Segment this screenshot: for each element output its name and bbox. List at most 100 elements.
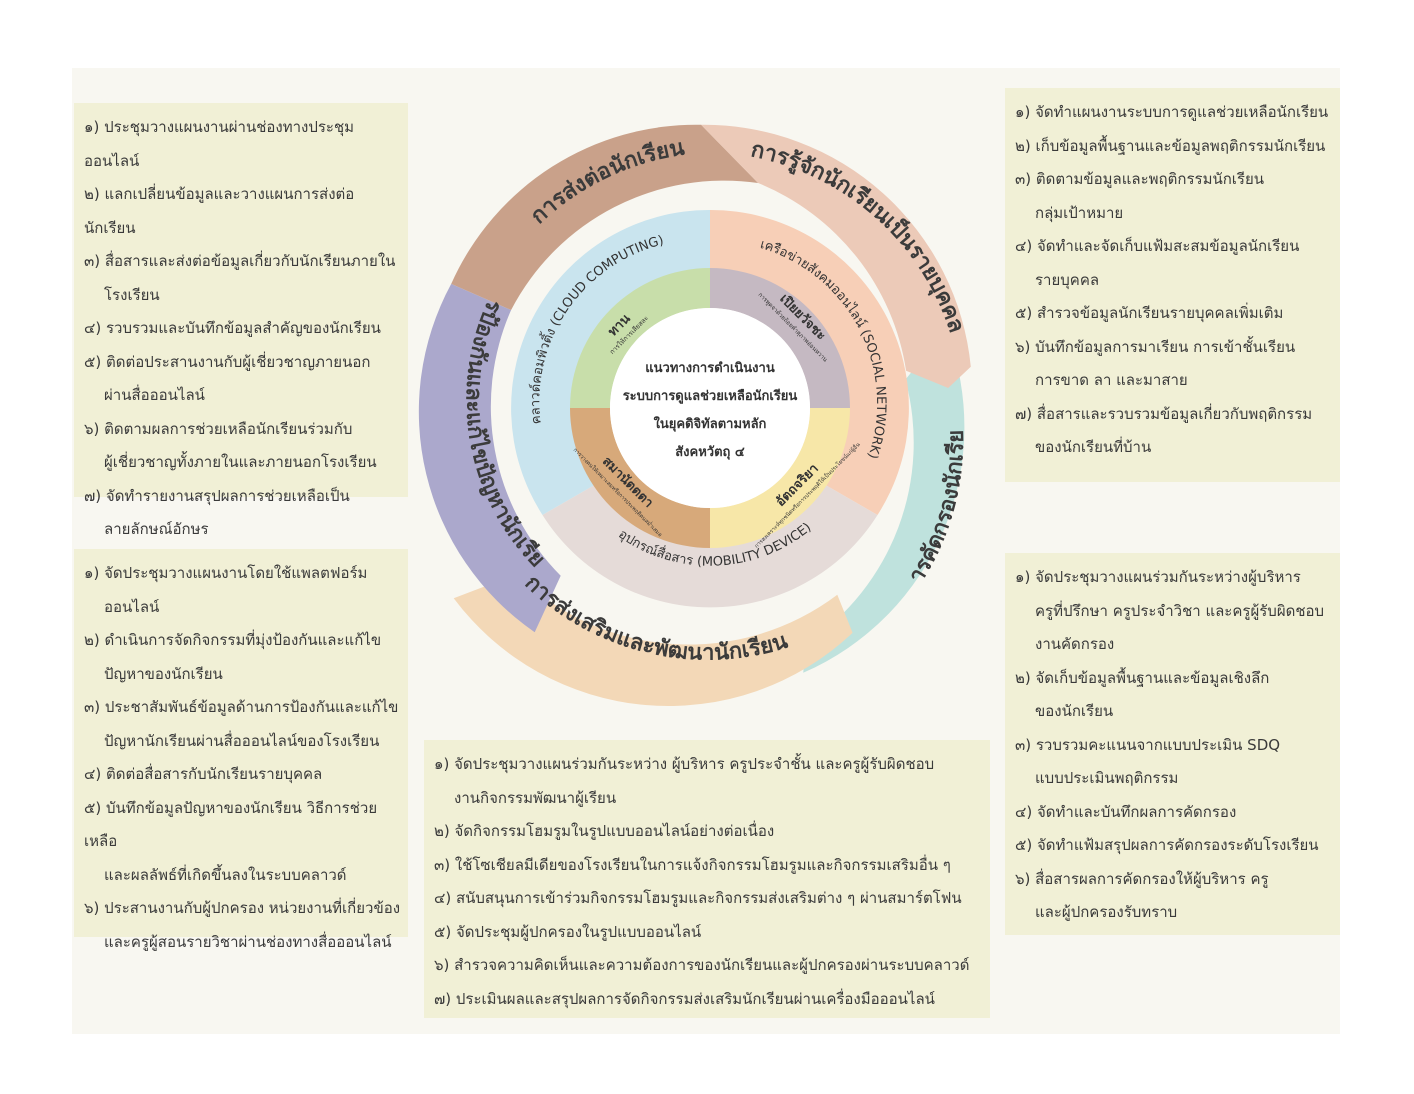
list-item: ๑) จัดประชุมวางแผนร่วมกันระหว่างผู้บริหา… bbox=[1015, 561, 1334, 662]
item-text-continued: ผ่านสื่อออนไลน์ bbox=[104, 386, 205, 404]
list-item: ๖) ติดตามผลการช่วยเหลือนักเรียนร่วมกับผู… bbox=[84, 413, 402, 480]
item-text-continued: ปัญหานักเรียนผ่านสื่อออนไลน์ของโรงเรียน bbox=[104, 731, 380, 750]
ring-segment-rukjak bbox=[701, 124, 971, 389]
center-line-3: ในยุคดิจิทัลตามหลัก bbox=[654, 415, 767, 432]
item-text-continued: ของนักเรียน bbox=[1035, 702, 1114, 720]
center-circle bbox=[610, 308, 810, 508]
item-text-continued: แบบประเมินพฤติกรรม bbox=[1035, 769, 1179, 787]
list-item: ๓) รวบรวมคะแนนจากแบบประเมิน SDQ แบบประเมิ… bbox=[1015, 729, 1334, 796]
list-item: ๓) ใช้โซเชียลมีเดียของโรงเรียนในการแจ้งก… bbox=[434, 849, 984, 883]
list-item: ๑) ประชุมวางแผนงานผ่านช่องทางประชุมออนไล… bbox=[84, 111, 402, 178]
item-text: ๓) ใช้โซเชียลมีเดียของโรงเรียนในการแจ้งก… bbox=[434, 855, 951, 874]
item-text: ๗) สื่อสารและรวบรวมข้อมูลเกี่ยวกับพฤติกร… bbox=[1015, 404, 1313, 423]
item-text-continued: การขาด ลา และมาสาย bbox=[1035, 371, 1188, 389]
list-item: ๕) ติดต่อประสานงานกับผู้เชี่ยวชาญภายนอกผ… bbox=[84, 346, 402, 413]
outer-ring bbox=[418, 124, 971, 706]
list-item: ๒) เก็บข้อมูลพื้นฐานและข้อมูลพฤติกรรมนัก… bbox=[1015, 130, 1334, 164]
ring-segment-samanattata bbox=[570, 408, 710, 548]
item-text: ๖) สำรวจความคิดเห็นและความต้องการของนักเ… bbox=[434, 956, 970, 974]
list-item: ๖) สำรวจความคิดเห็นและความต้องการของนักเ… bbox=[434, 949, 984, 983]
ring-segment-songsoem bbox=[453, 574, 853, 706]
list-item: ๒) แลกเปลี่ยนข้อมูลและวางแผนการส่งต่อนัก… bbox=[84, 178, 402, 245]
list-item: ๔) จัดทำและจัดเก็บแฟ้มสะสมข้อมูลนักเรียน… bbox=[1015, 230, 1334, 297]
list-item: ๑) จัดทำแผนงานระบบการดูแลช่วยเหลือนักเรี… bbox=[1015, 96, 1334, 130]
item-text-continued: โรงเรียน bbox=[104, 285, 160, 304]
item-text-continued: ลายลักษณ์อักษร bbox=[104, 520, 209, 538]
item-text: ๑) จัดประชุมวางแผนร่วมกันระหว่าง ผู้บริห… bbox=[434, 755, 935, 773]
item-text: ๔) รวบรวมและบันทึกข้อมูลสำคัญของนักเรียน bbox=[84, 319, 381, 337]
item-text: ๓) รวบรวมคะแนนจากแบบประเมิน SDQ bbox=[1015, 735, 1281, 754]
item-text: ๖) สื่อสารผลการคัดกรองให้ผู้บริหาร ครู bbox=[1015, 869, 1269, 888]
center-line-2: ระบบการดูแลช่วยเหลือนักเรียน bbox=[623, 388, 798, 404]
item-text: ๕) จัดทำแฟ้มสรุปผลการคัดกรองระดับโรงเรีย… bbox=[1015, 836, 1319, 854]
item-text-continued: งานคัดกรอง bbox=[1035, 635, 1115, 653]
item-text: ๗) ประเมินผลและสรุปผลการจัดกิจกรรมส่งเสร… bbox=[434, 989, 935, 1008]
item-text: ๒) ดำเนินการจัดกิจกรรมที่มุ่งป้องกันและแ… bbox=[84, 631, 382, 649]
item-text: ๓) สื่อสารและส่งต่อข้อมูลเกี่ยวกับนักเรี… bbox=[84, 252, 396, 270]
item-text-continued: ผู้เชี่ยวชาญทั้งภายในและภายนอกโรงเรียน bbox=[104, 453, 377, 471]
item-text: ๖) บันทึกข้อมูลการมาเรียน การเข้าชั้นเรี… bbox=[1015, 337, 1296, 356]
list-item: ๔) สนับสนุนการเข้าร่วมกิจกรรมโฮมรูมและกิ… bbox=[434, 882, 984, 916]
list-item: ๖) ประสานงานกับผู้ปกครอง หน่วยงานที่เกี่… bbox=[84, 892, 402, 959]
list-item: ๕) บันทึกข้อมูลปัญหาของนักเรียน วิธีการช… bbox=[84, 792, 402, 893]
box-pongkan-activities: ๑) จัดประชุมวางแผนงานโดยใช้แพลตฟอร์มออนไ… bbox=[74, 549, 408, 951]
list-item: ๔) จัดทำและบันทึกผลการคัดกรอง bbox=[1015, 796, 1334, 830]
item-text-continued: ออนไลน์ bbox=[104, 597, 160, 616]
list-item: ๖) บันทึกข้อมูลการมาเรียน การเข้าชั้นเรี… bbox=[1015, 331, 1334, 398]
box-songsoem-activities: ๑) จัดประชุมวางแผนร่วมกันระหว่าง ผู้บริห… bbox=[424, 740, 990, 1018]
item-text-continued: รายบุคคล bbox=[1035, 270, 1100, 289]
item-text: ๔) จัดทำและจัดเก็บแฟ้มสะสมข้อมูลนักเรียน bbox=[1015, 237, 1300, 255]
item-text-continued: งานกิจกรรมพัฒนาผู้เรียน bbox=[454, 788, 617, 807]
box-kadkrong-activities: ๑) จัดประชุมวางแผนร่วมกันระหว่างผู้บริหา… bbox=[1005, 553, 1340, 935]
center-line-4: สังคหวัตถุ ๔ bbox=[675, 445, 745, 460]
list-item: ๑) จัดประชุมวางแผนร่วมกันระหว่าง ผู้บริห… bbox=[434, 748, 984, 815]
activity-list: ๑) ประชุมวางแผนงานผ่านช่องทางประชุมออนไล… bbox=[84, 111, 402, 547]
inner-ring bbox=[570, 268, 850, 548]
item-text: ๒) เก็บข้อมูลพื้นฐานและข้อมูลพฤติกรรมนัก… bbox=[1015, 136, 1326, 155]
item-text: ๕) บันทึกข้อมูลปัญหาของนักเรียน วิธีการช… bbox=[84, 798, 378, 851]
item-text: ๖) ติดตามผลการช่วยเหลือนักเรียนร่วมกับ bbox=[84, 419, 353, 438]
ring-segment-pongkan bbox=[418, 283, 561, 633]
ring-segment-than bbox=[570, 268, 710, 408]
item-text-continued: ปัญหาของนักเรียน bbox=[104, 664, 223, 683]
item-text-continued: และผู้ปกครองรับทราบ bbox=[1035, 903, 1178, 921]
activity-list: ๑) จัดประชุมวางแผนร่วมกันระหว่างผู้บริหา… bbox=[1015, 561, 1334, 930]
item-text: ๕) จัดประชุมผู้ปกครองในรูปแบบออนไลน์ bbox=[434, 922, 702, 941]
item-text: ๒) จัดเก็บข้อมูลพื้นฐานและข้อมูลเชิงลึก bbox=[1015, 668, 1270, 687]
box-songto-activities: ๑) ประชุมวางแผนงานผ่านช่องทางประชุมออนไล… bbox=[74, 103, 408, 538]
item-text: ๔) จัดทำและบันทึกผลการคัดกรอง bbox=[1015, 802, 1237, 821]
item-text: ๑) จัดทำแผนงานระบบการดูแลช่วยเหลือนักเรี… bbox=[1015, 103, 1329, 121]
list-item: ๖) สื่อสารผลการคัดกรองให้ผู้บริหาร ครูแล… bbox=[1015, 863, 1334, 930]
list-item: ๒) ดำเนินการจัดกิจกรรมที่มุ่งป้องกันและแ… bbox=[84, 624, 402, 691]
ring-segment-songto bbox=[451, 124, 759, 310]
list-item: ๓) ประชาสัมพันธ์ข้อมูลด้านการป้องกันและแ… bbox=[84, 691, 402, 758]
item-text: ๑) ประชุมวางแผนงานผ่านช่องทางประชุมออนไล… bbox=[84, 118, 355, 170]
ring-segment-kadkrong bbox=[803, 329, 965, 673]
list-item: ๑) จัดประชุมวางแผนงานโดยใช้แพลตฟอร์มออนไ… bbox=[84, 557, 402, 624]
list-item: ๕) จัดทำแฟ้มสรุปผลการคัดกรองระดับโรงเรีย… bbox=[1015, 829, 1334, 863]
item-text: ๑) จัดประชุมวางแผนงานโดยใช้แพลตฟอร์ม bbox=[84, 564, 368, 582]
center-line-1: แนวทางการดำเนินงาน bbox=[645, 360, 775, 376]
center-title: แนวทางการดำเนินงาน ระบบการดูแลช่วยเหลือน… bbox=[623, 360, 798, 460]
box-rukjak-activities: ๑) จัดทำแผนงานระบบการดูแลช่วยเหลือนักเรี… bbox=[1005, 88, 1340, 482]
item-text: ๖) ประสานงานกับผู้ปกครอง หน่วยงานที่เกี่… bbox=[84, 899, 401, 917]
item-text: ๔) ติดต่อสื่อสารกับนักเรียนรายบุคคล bbox=[84, 765, 323, 783]
item-text: ๕) สำรวจข้อมูลนักเรียนรายบุคคลเพิ่มเติม bbox=[1015, 304, 1284, 322]
item-text-continued: ของนักเรียนที่บ้าน bbox=[1035, 438, 1152, 456]
list-item: ๔) ติดต่อสื่อสารกับนักเรียนรายบุคคล bbox=[84, 758, 402, 792]
item-text-continued: ครูที่ปรึกษา ครูประจำวิชา และครูผู้รับผิ… bbox=[1035, 601, 1325, 620]
list-item: ๗) สื่อสารและรวบรวมข้อมูลเกี่ยวกับพฤติกร… bbox=[1015, 398, 1334, 465]
ring-segment-atthacariya bbox=[710, 408, 850, 548]
item-text: ๒) แลกเปลี่ยนข้อมูลและวางแผนการส่งต่อนัก… bbox=[84, 185, 355, 237]
item-text-continued: และครูผู้สอนรายวิชาผ่านช่องทางสื่อออนไลน… bbox=[104, 932, 392, 951]
list-item: ๔) รวบรวมและบันทึกข้อมูลสำคัญของนักเรียน bbox=[84, 312, 402, 346]
item-text-continued: กลุ่มเป้าหมาย bbox=[1035, 203, 1124, 222]
list-item: ๗) จัดทำรายงานสรุปผลการช่วยเหลือเป็นลายล… bbox=[84, 480, 402, 547]
list-item: ๕) สำรวจข้อมูลนักเรียนรายบุคคลเพิ่มเติม bbox=[1015, 297, 1334, 331]
list-item: ๓) ติดตามข้อมูลและพฤติกรรมนักเรียนกลุ่มเ… bbox=[1015, 163, 1334, 230]
ring-segment-piyawacha bbox=[710, 268, 850, 408]
activity-list: ๑) จัดทำแผนงานระบบการดูแลช่วยเหลือนักเรี… bbox=[1015, 96, 1334, 465]
list-item: ๒) จัดเก็บข้อมูลพื้นฐานและข้อมูลเชิงลึกข… bbox=[1015, 662, 1334, 729]
list-item: ๕) จัดประชุมผู้ปกครองในรูปแบบออนไลน์ bbox=[434, 916, 984, 950]
list-item: ๓) สื่อสารและส่งต่อข้อมูลเกี่ยวกับนักเรี… bbox=[84, 245, 402, 312]
